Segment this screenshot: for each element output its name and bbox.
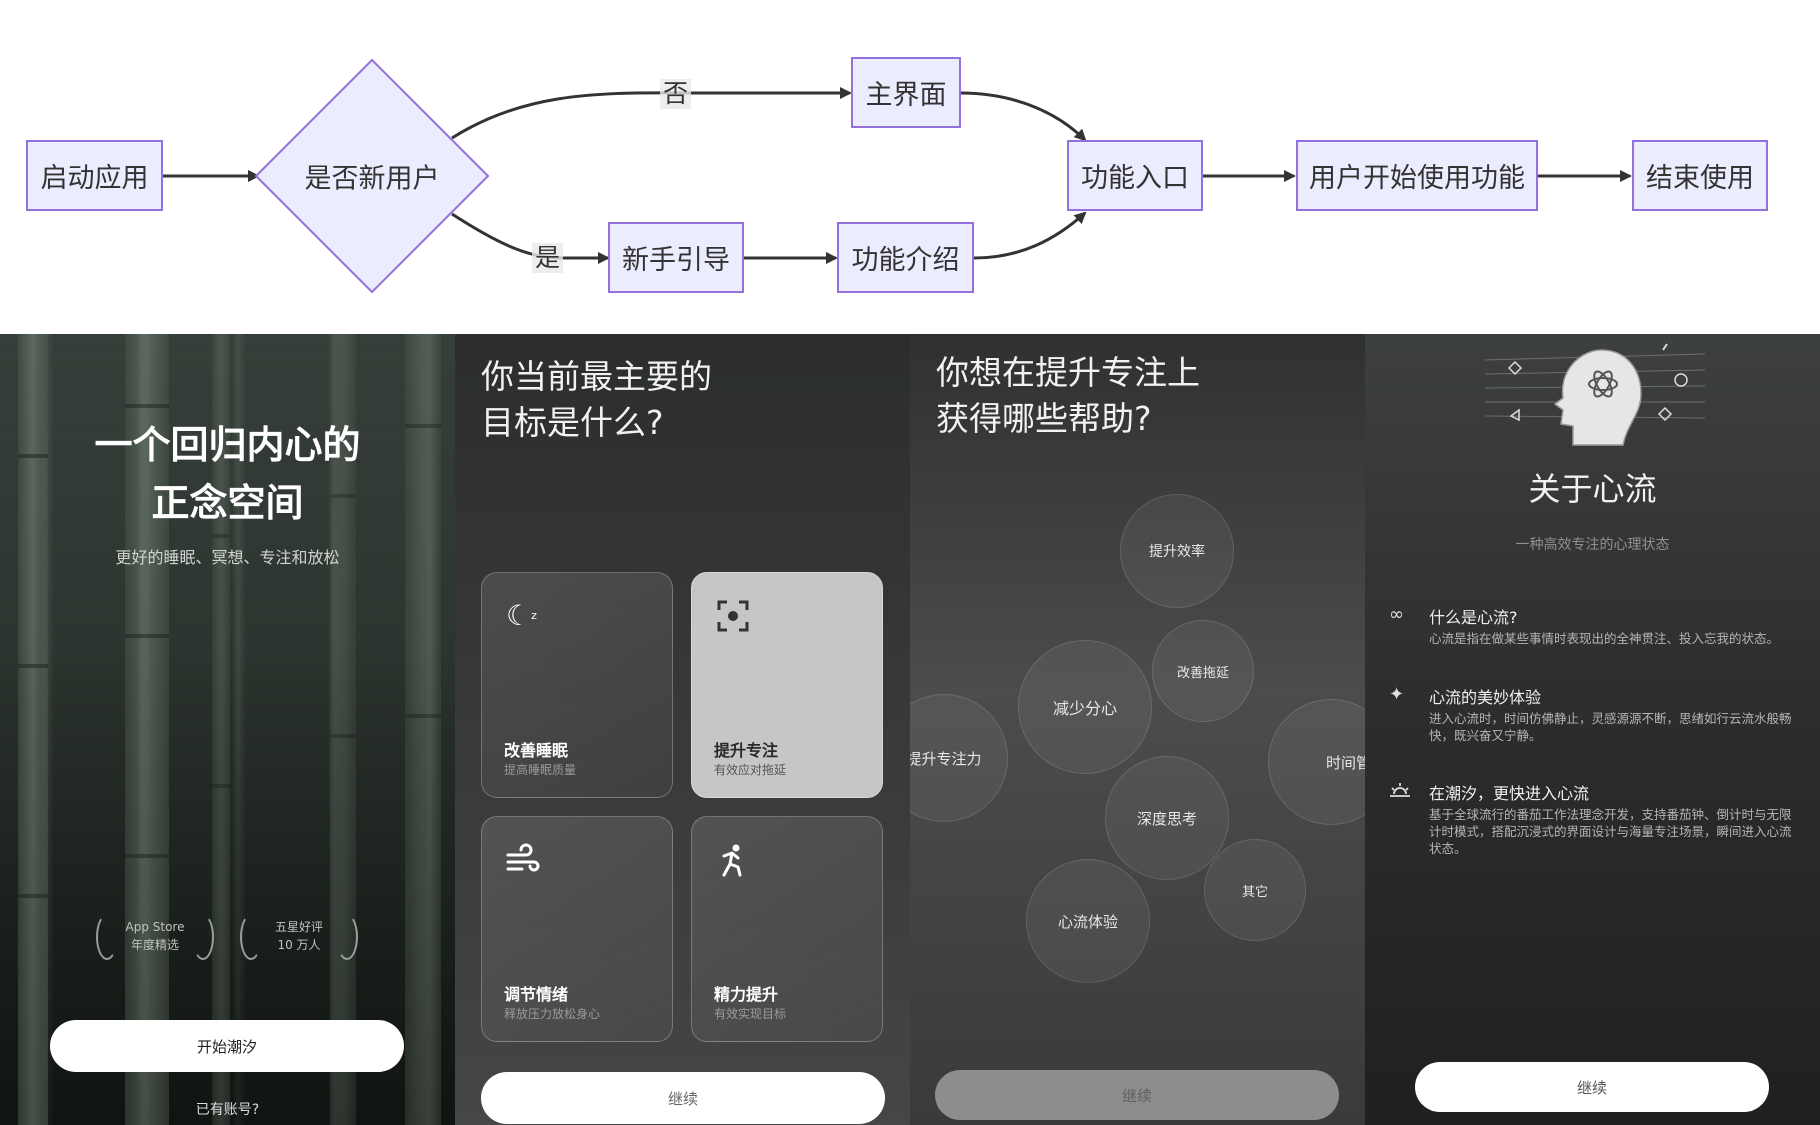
moon-sleep-icon: ☾z bbox=[506, 599, 537, 632]
node-entry: 功能入口 bbox=[1067, 140, 1203, 211]
goal-card-sleep-desc: 提高睡眠质量 bbox=[504, 763, 577, 777]
node-guide: 新手引导 bbox=[608, 222, 744, 293]
sunrise-icon bbox=[1389, 780, 1411, 802]
about-item-what: ∞ 什么是心流? 心流是指在做某些事情时表现出的全神贯注、投入忘我的状态。 bbox=[1389, 604, 1799, 664]
edge-decision-guide bbox=[451, 212, 610, 264]
node-end: 结束使用 bbox=[1632, 140, 1768, 211]
goal-card-emotion-title: 调节情绪 bbox=[504, 985, 569, 1004]
goal-card-emotion-desc: 释放压力放松身心 bbox=[504, 1007, 601, 1021]
decision-diamond bbox=[254, 58, 490, 294]
node-intro-label: 功能介绍 bbox=[851, 245, 960, 276]
help-question-line1: 你想在提升专注上 bbox=[936, 353, 1200, 392]
edge-label-no: 否 bbox=[660, 79, 692, 109]
welcome-title-line2: 正念空间 bbox=[151, 481, 304, 525]
welcome-title: 一个回归内心的 正念空间 bbox=[0, 416, 455, 532]
about-item-experience-title: 心流的美妙体验 bbox=[1429, 688, 1542, 707]
goal-card-emotion[interactable]: 调节情绪 释放压力放松身心 bbox=[481, 816, 673, 1042]
bubble-efficiency[interactable]: 提升效率 bbox=[1120, 494, 1234, 608]
node-start: 启动应用 bbox=[26, 140, 163, 211]
node-main: 主界面 bbox=[851, 57, 961, 128]
bubble-deep[interactable]: 深度思考 bbox=[1105, 756, 1229, 880]
badge-app-store-line1: App Store bbox=[125, 920, 185, 934]
about-item-chaoxi-title: 在潮汐，更快进入心流 bbox=[1429, 784, 1590, 803]
goal-question-line1: 你当前最主要的 bbox=[481, 357, 712, 396]
goal-card-energy[interactable]: 精力提升 有效实现目标 bbox=[691, 816, 883, 1042]
goal-selection-screen: 你当前最主要的 目标是什么? ☾z 改善睡眠 提高睡眠质量 提升专注 有效应对拖… bbox=[455, 334, 910, 1125]
focus-help-screen: 你想在提升专注上 获得哪些帮助? 提升效率 改善拖延 减少分心 提升专注力 时间… bbox=[910, 334, 1365, 1125]
wind-icon bbox=[506, 843, 540, 877]
about-item-chaoxi-text: 基于全球流行的番茄工作法理念开发，支持番茄钟、倒计时与无限计时模式，搭配沉浸式的… bbox=[1429, 807, 1792, 856]
badge-rating-line1: 五星好评 bbox=[274, 920, 323, 934]
badge-rating: 五星好评 10 万人 bbox=[240, 908, 358, 964]
about-item-experience: ✦ 心流的美妙体验 进入心流时，时间仿佛静止，灵感源源不断，思绪如行云流水般畅快… bbox=[1389, 684, 1799, 754]
goal-card-energy-desc: 有效实现目标 bbox=[714, 1007, 787, 1021]
help-question-line2: 获得哪些帮助? bbox=[936, 399, 1152, 438]
bamboo-stalk bbox=[18, 334, 48, 1125]
goal-card-energy-title: 精力提升 bbox=[714, 985, 779, 1004]
goal-card-focus[interactable]: 提升专注 有效应对拖延 bbox=[691, 572, 883, 798]
head-illustration bbox=[1475, 340, 1715, 450]
bubble-other[interactable]: 其它 bbox=[1204, 839, 1306, 941]
node-start-label: 启动应用 bbox=[40, 163, 149, 194]
goal-card-sleep[interactable]: ☾z 改善睡眠 提高睡眠质量 bbox=[481, 572, 673, 798]
about-item-what-text: 心流是指在做某些事情时表现出的全神贯注、投入忘我的状态。 bbox=[1429, 631, 1780, 646]
about-continue-button[interactable]: 继续 bbox=[1415, 1062, 1769, 1112]
edge-decision-main bbox=[451, 87, 852, 140]
badge-rating-line2: 10 万人 bbox=[277, 938, 321, 952]
sparkle-icon: ✦ bbox=[1389, 684, 1405, 705]
bamboo-stalk bbox=[405, 334, 441, 1125]
bubble-flow[interactable]: 心流体验 bbox=[1026, 859, 1150, 983]
about-flow-screen: 关于心流 一种高效专注的心理状态 ∞ 什么是心流? 心流是指在做某些事情时表现出… bbox=[1365, 334, 1820, 1125]
badge-app-store: App Store 年度精选 bbox=[96, 908, 214, 964]
edge-main-entry bbox=[960, 91, 1087, 142]
node-end-label: 结束使用 bbox=[1646, 163, 1754, 194]
infinity-icon: ∞ bbox=[1389, 604, 1404, 625]
start-button[interactable]: 开始潮汐 bbox=[50, 1020, 404, 1072]
onboarding-flowchart: 启动应用 是否新用户 主界面 新手引导 功能介绍 功能入口 用户开始使用功能 结… bbox=[0, 0, 1820, 334]
badge-app-store-line2: 年度精选 bbox=[130, 938, 179, 952]
goal-question-line2: 目标是什么? bbox=[481, 403, 664, 442]
node-guide-label: 新手引导 bbox=[622, 245, 730, 276]
bubble-distraction[interactable]: 减少分心 bbox=[1018, 640, 1152, 774]
node-use-label: 用户开始使用功能 bbox=[1309, 163, 1525, 194]
welcome-subtitle: 更好的睡眠、冥想、专注和放松 bbox=[115, 548, 340, 567]
bamboo-stalk bbox=[125, 334, 169, 1125]
running-icon bbox=[716, 843, 750, 877]
node-entry-label: 功能入口 bbox=[1081, 163, 1189, 194]
node-use: 用户开始使用功能 bbox=[1296, 140, 1538, 211]
focus-icon bbox=[716, 599, 750, 633]
about-item-what-title: 什么是心流? bbox=[1429, 608, 1518, 627]
bubble-procrastination[interactable]: 改善拖延 bbox=[1152, 620, 1254, 722]
help-question-title: 你想在提升专注上 获得哪些帮助? bbox=[936, 350, 1200, 442]
about-item-chaoxi: 在潮汐，更快进入心流 基于全球流行的番茄工作法理念开发，支持番茄钟、倒计时与无限… bbox=[1389, 780, 1799, 870]
goal-question-title: 你当前最主要的 目标是什么? bbox=[481, 354, 712, 446]
bubble-time[interactable]: 时间管理 bbox=[1268, 699, 1365, 825]
flowchart-edges bbox=[163, 58, 1632, 294]
edge-label-yes: 是 bbox=[532, 243, 564, 273]
about-subtitle: 一种高效专注的心理状态 bbox=[1515, 537, 1670, 553]
node-decision-label: 是否新用户 bbox=[304, 163, 440, 195]
bamboo-stalk bbox=[330, 334, 356, 1125]
node-main-label: 主界面 bbox=[865, 80, 947, 111]
node-intro: 功能介绍 bbox=[837, 222, 974, 293]
goal-card-focus-desc: 有效应对拖延 bbox=[714, 763, 787, 777]
about-title: 关于心流 bbox=[1528, 470, 1657, 508]
welcome-screen: 一个回归内心的 正念空间 更好的睡眠、冥想、专注和放松 App Store 年度… bbox=[0, 334, 455, 1125]
edge-intro-entry bbox=[973, 211, 1087, 260]
goal-card-focus-title: 提升专注 bbox=[714, 741, 779, 760]
goal-card-sleep-title: 改善睡眠 bbox=[504, 741, 569, 760]
login-link[interactable]: 已有账号? bbox=[195, 1102, 260, 1118]
bamboo-stalk bbox=[212, 334, 230, 1125]
about-item-experience-text: 进入心流时，时间仿佛静止，灵感源源不断，思绪如行云流水般畅快，既兴奋又宁静。 bbox=[1429, 711, 1792, 743]
welcome-title-line1: 一个回归内心的 bbox=[94, 423, 361, 467]
help-continue-button[interactable]: 继续 bbox=[935, 1070, 1339, 1120]
goal-continue-button[interactable]: 继续 bbox=[481, 1072, 885, 1124]
bubble-focus[interactable]: 提升专注力 bbox=[910, 694, 1008, 822]
